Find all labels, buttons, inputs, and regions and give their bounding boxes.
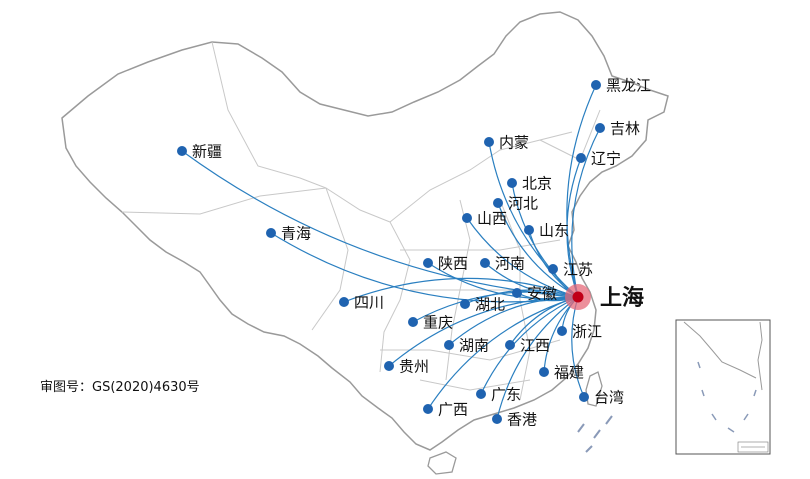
dot-chongqing[interactable] — [408, 317, 418, 327]
route-chongqing — [412, 291, 579, 323]
destination-dots — [177, 80, 605, 424]
label-jiangxi: 江西 — [520, 337, 550, 355]
route-heilongjiang — [566, 84, 597, 298]
label-zhejiang: 浙江 — [572, 323, 602, 341]
label-guangxi: 广西 — [438, 401, 468, 419]
dot-beijing[interactable] — [507, 178, 517, 188]
province-borders — [121, 41, 601, 401]
dot-jiangxi[interactable] — [505, 340, 515, 350]
label-jiangsu: 江苏 — [563, 261, 593, 279]
dot-hunan[interactable] — [444, 340, 454, 350]
dot-qinghai[interactable] — [266, 228, 276, 238]
route-liaoning — [566, 157, 582, 298]
label-guizhou: 贵州 — [399, 358, 429, 376]
route-guangdong — [480, 296, 579, 395]
dot-heilongjiang[interactable] — [591, 80, 601, 90]
label-shaanxi: 陕西 — [438, 255, 468, 273]
hub-label: 上海 — [600, 285, 644, 311]
label-hubei: 湖北 — [475, 296, 505, 314]
label-neimeng: 内蒙 — [499, 134, 529, 152]
dot-shandong[interactable] — [524, 225, 534, 235]
dot-shaanxi[interactable] — [423, 258, 433, 268]
label-qinghai: 青海 — [281, 225, 311, 243]
label-fujian: 福建 — [554, 364, 584, 382]
south-china-sea-inset — [675, 319, 771, 455]
route-sichuan — [343, 277, 579, 303]
route-qinghai — [270, 232, 579, 303]
label-taiwan: 台湾 — [594, 389, 624, 407]
dot-jilin[interactable] — [595, 123, 605, 133]
label-henan: 河南 — [495, 255, 525, 273]
label-hebei: 河北 — [508, 195, 538, 213]
label-anhui: 安徽 — [527, 285, 557, 303]
label-liaoning: 辽宁 — [591, 150, 621, 168]
map-approval-number: 审图号：GS(2020)4630号 — [40, 380, 200, 395]
south-sea-dashes — [577, 415, 613, 453]
label-chongqing: 重庆 — [423, 314, 453, 332]
dot-xianggang[interactable] — [492, 414, 502, 424]
route-guizhou — [388, 296, 579, 367]
dot-liaoning[interactable] — [576, 153, 586, 163]
hub-shanghai[interactable]: 上海 — [565, 284, 644, 311]
label-beijing: 北京 — [522, 175, 552, 193]
destination-labels: 黑龙江吉林辽宁 内蒙北京河北山西山东 新疆青海陕西 河南 江苏安徽四川 湖北重庆浙江湖南 江… — [192, 77, 651, 429]
label-sichuan: 四川 — [354, 294, 384, 312]
route-jilin — [571, 127, 601, 298]
hainan-island — [427, 451, 457, 475]
dot-anhui[interactable] — [512, 288, 522, 298]
dot-hebei[interactable] — [493, 198, 503, 208]
dot-neimeng[interactable] — [484, 137, 494, 147]
label-heilongjiang: 黑龙江 — [606, 77, 651, 95]
dot-hubei[interactable] — [460, 299, 470, 309]
label-shandong: 山东 — [539, 222, 569, 240]
route-guangxi — [427, 296, 579, 410]
label-xinjiang: 新疆 — [192, 143, 222, 161]
label-hunan: 湖南 — [459, 337, 489, 355]
dot-shanxi[interactable] — [462, 213, 472, 223]
label-jilin: 吉林 — [610, 120, 640, 138]
dot-guangdong[interactable] — [476, 389, 486, 399]
taiwan-island — [585, 371, 603, 407]
dot-taiwan[interactable] — [579, 392, 589, 402]
route-hebei — [497, 202, 579, 298]
dot-henan[interactable] — [480, 258, 490, 268]
label-xianggang: 香港 — [507, 411, 537, 429]
dot-guizhou[interactable] — [384, 361, 394, 371]
label-shanxi: 山西 — [477, 210, 507, 228]
dot-guangxi[interactable] — [423, 404, 433, 414]
dot-jiangsu[interactable] — [548, 264, 558, 274]
route-xianggang — [496, 296, 579, 420]
label-guangdong: 广东 — [491, 386, 521, 404]
hub-dot — [572, 291, 584, 303]
dot-xinjiang[interactable] — [177, 146, 187, 156]
dot-sichuan[interactable] — [339, 297, 349, 307]
dot-fujian[interactable] — [539, 367, 549, 377]
dot-zhejiang[interactable] — [557, 326, 567, 336]
